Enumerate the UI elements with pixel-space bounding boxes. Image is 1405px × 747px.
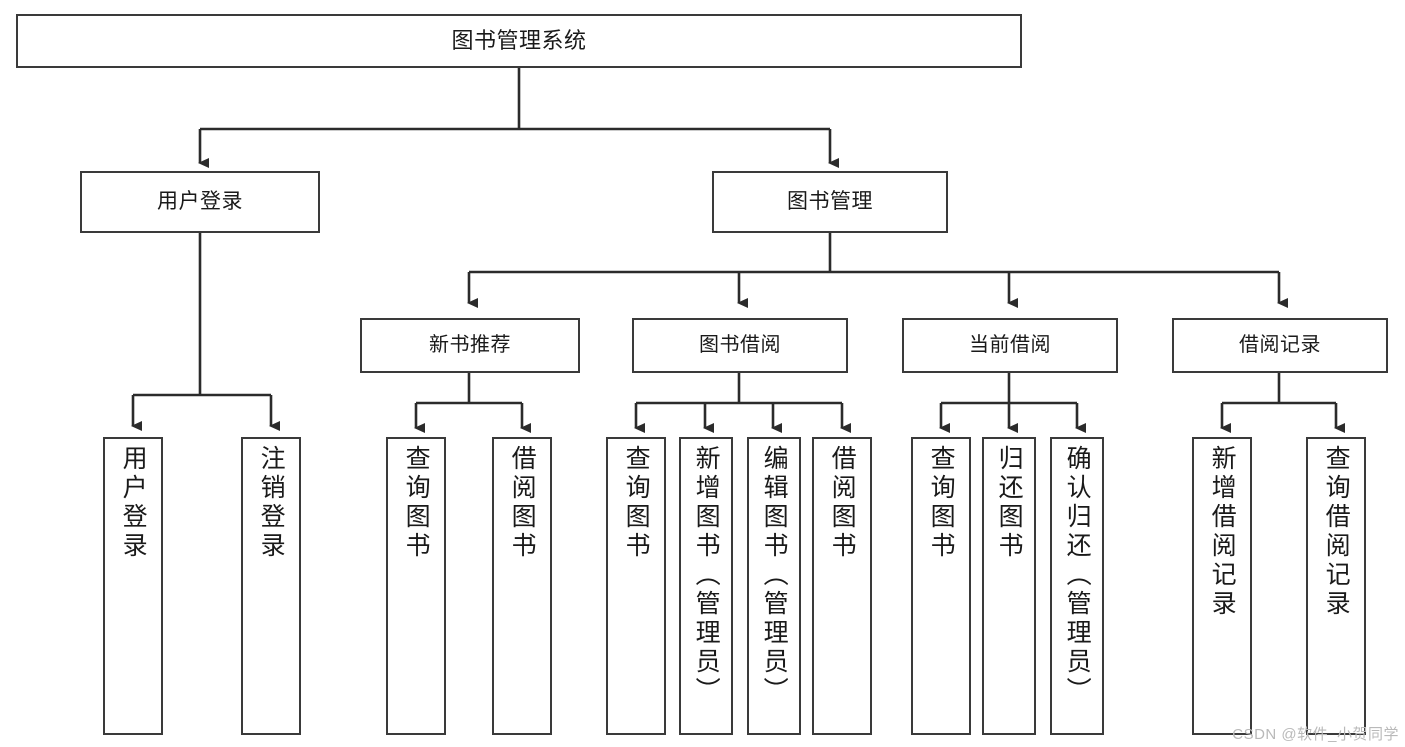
leaf-logout-login[interactable]: 注销登录 xyxy=(241,437,301,735)
leaf-label: 查询图书 xyxy=(927,445,956,561)
leaf-query-book-borrow[interactable]: 查询图书 xyxy=(606,437,666,735)
leaf-borrow-book-recommend[interactable]: 借阅图书 xyxy=(492,437,552,735)
node-borrow-record[interactable]: 借阅记录 xyxy=(1172,318,1388,373)
leaf-user-login[interactable]: 用户登录 xyxy=(103,437,163,735)
leaf-label: 查询图书 xyxy=(402,445,431,561)
node-root-book-management-system[interactable]: 图书管理系统 xyxy=(16,14,1022,68)
leaf-label: 注销登录 xyxy=(257,445,286,561)
leaf-borrow-book[interactable]: 借阅图书 xyxy=(812,437,872,735)
node-label: 当前借阅 xyxy=(969,333,1051,356)
node-label: 新书推荐 xyxy=(429,333,511,356)
leaf-label: 用户登录 xyxy=(119,445,148,561)
node-current-borrow[interactable]: 当前借阅 xyxy=(902,318,1118,373)
leaf-add-book-admin[interactable]: 新增图书（管理员） xyxy=(679,437,733,735)
csdn-watermark: CSDN @软件_小贺同学 xyxy=(1232,726,1399,743)
leaf-query-book-current[interactable]: 查询图书 xyxy=(911,437,971,735)
node-new-book-recommend[interactable]: 新书推荐 xyxy=(360,318,580,373)
leaf-edit-book-admin[interactable]: 编辑图书（管理员） xyxy=(747,437,801,735)
leaf-add-borrow-record[interactable]: 新增借阅记录 xyxy=(1192,437,1252,735)
leaf-confirm-return-admin[interactable]: 确认归还（管理员） xyxy=(1050,437,1104,735)
node-label: 图书借阅 xyxy=(699,333,781,356)
leaf-label: 查询借阅记录 xyxy=(1322,445,1351,619)
leaf-label: 查询图书 xyxy=(622,445,651,561)
leaf-label: 新增图书（管理员） xyxy=(692,445,721,706)
node-label: 图书管理 xyxy=(787,189,873,213)
node-label: 图书管理系统 xyxy=(451,28,587,54)
node-book-management[interactable]: 图书管理 xyxy=(712,171,948,233)
leaf-label: 确认归还（管理员） xyxy=(1063,445,1092,706)
node-book-borrow[interactable]: 图书借阅 xyxy=(632,318,848,373)
leaf-query-book-recommend[interactable]: 查询图书 xyxy=(386,437,446,735)
node-label: 用户登录 xyxy=(157,189,243,213)
leaf-label: 新增借阅记录 xyxy=(1208,445,1237,619)
node-user-login[interactable]: 用户登录 xyxy=(80,171,320,233)
leaf-label: 归还图书 xyxy=(995,445,1024,561)
leaf-label: 借阅图书 xyxy=(508,445,537,561)
leaf-return-book[interactable]: 归还图书 xyxy=(982,437,1036,735)
leaf-query-borrow-record[interactable]: 查询借阅记录 xyxy=(1306,437,1366,735)
leaf-label: 借阅图书 xyxy=(828,445,857,561)
node-label: 借阅记录 xyxy=(1239,333,1321,356)
leaf-label: 编辑图书（管理员） xyxy=(760,445,789,706)
